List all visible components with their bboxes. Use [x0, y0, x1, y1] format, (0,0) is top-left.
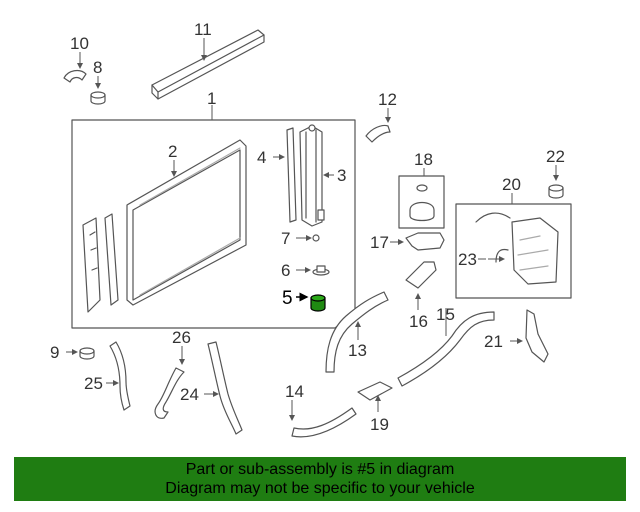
- callout-7: 7: [281, 229, 290, 248]
- callout-22: 22: [546, 147, 565, 166]
- info-banner: Part or sub-assembly is #5 in diagram Di…: [14, 457, 626, 501]
- callout-11: 11: [194, 20, 212, 39]
- callout-19: 19: [370, 415, 389, 434]
- radiator-left-tank-part: [82, 213, 119, 313]
- callout-9: 9: [50, 343, 59, 362]
- hose-26-part: [154, 367, 185, 419]
- hose-15-part: [397, 311, 495, 387]
- callout-3: 3: [337, 166, 346, 185]
- callout-10: 10: [70, 34, 89, 53]
- callout-5: 5: [282, 288, 293, 309]
- callout-labels: 1 2 3 4 5 6 7 8 9 10 11 12 13 14 15 16 1…: [50, 20, 565, 434]
- callout-18: 18: [414, 150, 433, 169]
- hose-24-part: [207, 341, 243, 435]
- callout-17: 17: [370, 233, 389, 252]
- hose-connector-part: [405, 261, 437, 289]
- reservoir-bracket-part: [525, 309, 549, 363]
- drain-cock-part: [312, 265, 330, 276]
- callout-12: 12: [378, 90, 397, 109]
- callout-6: 6: [281, 261, 290, 280]
- radiator-cap-8-part: [90, 91, 106, 105]
- callout-16: 16: [409, 312, 428, 331]
- info-banner-line-2: Diagram may not be specific to your vehi…: [165, 480, 475, 497]
- callout-25: 25: [84, 374, 103, 393]
- hose-bracket-part: [405, 232, 445, 251]
- hose-14-part: [291, 407, 357, 438]
- reservoir-tank-part: [455, 203, 572, 299]
- callout-2: 2: [168, 142, 177, 161]
- callout-14: 14: [285, 382, 304, 401]
- callout-8: 8: [93, 58, 102, 77]
- callout-23: 23: [458, 250, 477, 269]
- callout-13: 13: [348, 341, 367, 360]
- parts-diagram: 1 2 3 4 5 6 7 8 9 10 11 12 13 14 15 16 1…: [50, 20, 572, 438]
- callout-20: 20: [502, 175, 521, 194]
- info-banner-line-1: Part or sub-assembly is #5 in diagram: [185, 461, 455, 478]
- seal-strip-part: [286, 127, 297, 223]
- hose-25-part: [109, 341, 131, 411]
- reservoir-cap-kit-part: [398, 175, 445, 229]
- callout-21: 21: [484, 332, 503, 351]
- upper-support-bar-part: [151, 29, 265, 100]
- drain-plug-part: [312, 234, 320, 242]
- callout-15: 15: [436, 305, 455, 324]
- callout-26: 26: [172, 328, 191, 347]
- radiator-right-tank-part: [299, 124, 325, 227]
- small-hose-12-part: [365, 124, 391, 143]
- hose-13-part: [325, 291, 389, 373]
- cap-9-part: [79, 347, 95, 360]
- radiator-core-part: [126, 139, 247, 306]
- reservoir-cap-22-part: [548, 184, 564, 199]
- callout-4: 4: [257, 148, 266, 167]
- callout-24: 24: [180, 385, 199, 404]
- hose-joint-part: [357, 381, 393, 401]
- hose-clip-part: [63, 69, 87, 83]
- highlighted-part-5: [310, 294, 326, 312]
- callout-1: 1: [207, 89, 216, 108]
